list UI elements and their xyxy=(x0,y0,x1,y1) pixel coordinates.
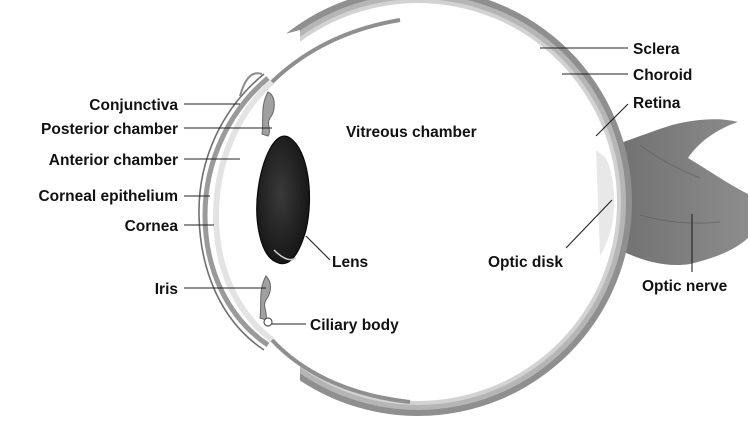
vitreous-chamber-label: Vitreous chamber xyxy=(346,124,477,141)
ciliary-body-shape xyxy=(264,318,272,326)
ciliary-body-label: Ciliary body xyxy=(310,317,399,334)
posterior-chamber-label: Posterior chamber xyxy=(41,121,178,138)
lens-label: Lens xyxy=(332,254,368,271)
conjunctiva-label: Conjunctiva xyxy=(89,97,178,114)
anterior-chamber-label: Anterior chamber xyxy=(49,152,178,169)
corneal-epithelium-label: Corneal epithelium xyxy=(38,188,178,205)
optic-disk-label: Optic disk xyxy=(488,254,563,271)
optic-nerve-label: Optic nerve xyxy=(642,278,728,295)
cornea-label: Cornea xyxy=(125,218,179,235)
choroid-label: Choroid xyxy=(633,67,692,84)
retina-label: Retina xyxy=(633,95,681,112)
sclera-label: Sclera xyxy=(633,41,680,58)
iris-label: Iris xyxy=(155,281,178,298)
